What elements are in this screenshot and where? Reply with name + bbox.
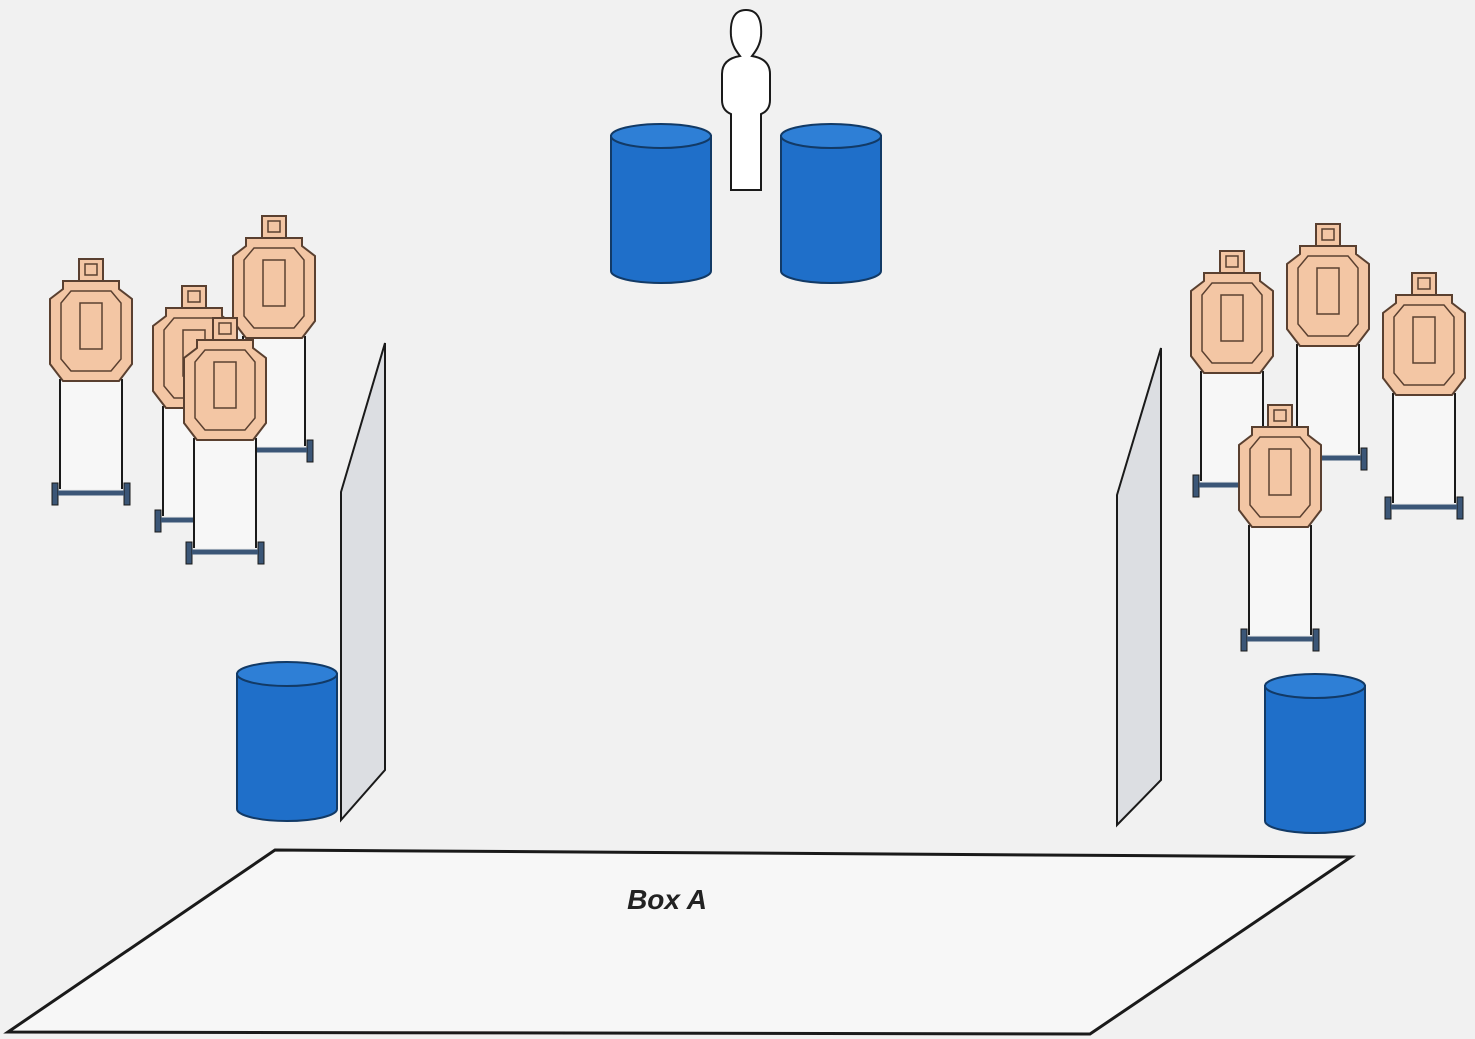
- barrel-front-left: [236, 661, 338, 822]
- start-box: [3, 848, 1356, 1036]
- paper-target-left-1: [50, 259, 132, 505]
- wall-right: [1116, 347, 1162, 828]
- wall-left: [340, 342, 386, 823]
- paper-target-left-4: [184, 318, 266, 564]
- barrel-back-left: [610, 123, 712, 284]
- start-box-label: Box A: [627, 884, 707, 915]
- paper-target-right-4: [1239, 405, 1321, 651]
- no-shoot-target: [721, 8, 771, 191]
- paper-target-right-3: [1383, 273, 1465, 519]
- barrel-back-right: [780, 123, 882, 284]
- barrel-front-right: [1264, 673, 1366, 834]
